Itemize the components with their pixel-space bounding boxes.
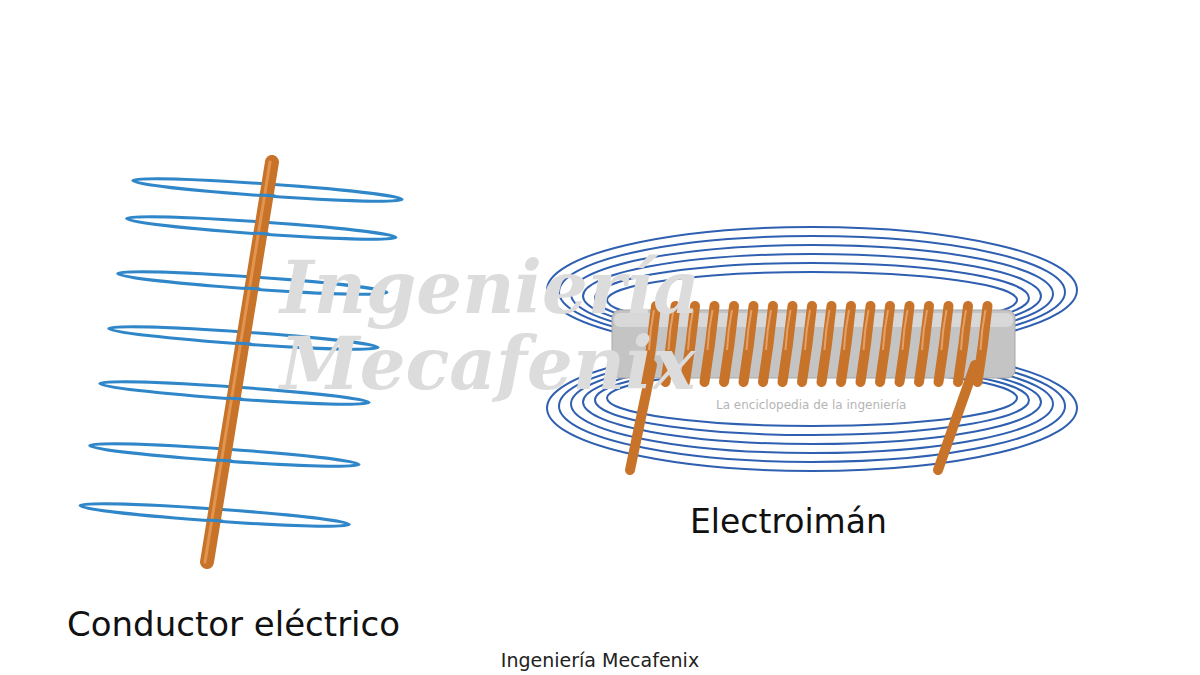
wire-highlight [205,162,270,562]
watermark: Ingeniería Mecafenix [280,250,840,401]
conductor-wire [207,162,272,562]
watermark-tagline: La enciclopedia de la ingeniería [716,398,906,412]
figure-label: Electroimán [690,502,887,541]
field-ring-front [253,233,269,234]
coil-winding [880,306,890,382]
coil-winding [822,306,832,382]
field-ring-front [226,398,242,399]
coil-winding [744,306,754,382]
caption: Ingeniería Mecafenix [501,649,699,671]
field-ring-front [244,288,260,289]
field-ring-front [235,343,251,344]
field-ring-front [259,195,275,196]
winding-highlight [766,310,771,350]
winding-highlight [922,310,927,350]
winding-highlight [883,310,888,350]
winding-highlight [942,310,947,350]
coil-winding [763,306,773,382]
winding-highlight [864,310,869,350]
winding-highlight [708,310,713,350]
coil-winding [841,306,851,382]
coil-winding [958,306,968,382]
coil-winding [705,306,715,382]
winding-highlight [805,310,810,350]
field-ring-front [216,460,232,461]
coil-winding [919,306,929,382]
figure-label: Conductor eléctrico [67,604,400,644]
winding-highlight [747,310,752,350]
winding-highlight [903,310,908,350]
winding-highlight [727,310,732,350]
winding-highlight [825,310,830,350]
coil-winding [802,306,812,382]
coil-winding [861,306,871,382]
coil-winding [939,306,949,382]
coil-winding [724,306,734,382]
coil-winding [978,306,988,382]
winding-highlight [844,310,849,350]
coil-winding [900,306,910,382]
winding-highlight [961,310,966,350]
coil-winding [783,306,793,382]
winding-highlight [786,310,791,350]
winding-highlight [981,310,986,350]
field-ring-front [207,520,223,521]
